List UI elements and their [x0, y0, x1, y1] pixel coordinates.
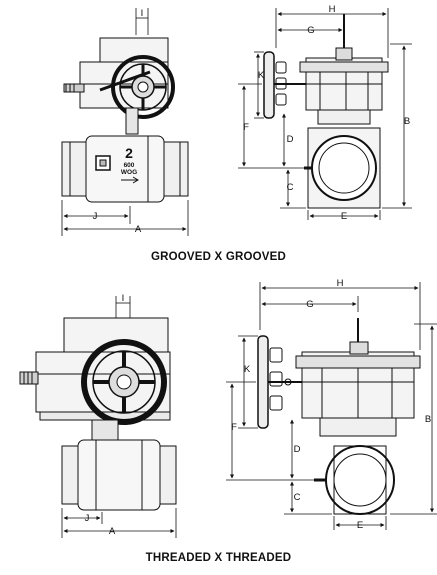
- flow-arrow-icon: [121, 176, 139, 184]
- dim-label-a-bottom: A: [109, 526, 116, 537]
- caption-grooved: GROOVED X GROOVED: [150, 251, 287, 263]
- dim-label-c-top: C: [287, 182, 294, 193]
- top-front-dimensions: [61, 8, 189, 236]
- dim-label-c-bottom: C: [294, 492, 301, 503]
- dim-label-i-bottom: I: [122, 293, 125, 304]
- dim-label-a-top: A: [135, 224, 142, 235]
- gear-operator-icon: [19, 317, 171, 421]
- dim-label-i-top: I: [141, 8, 144, 19]
- caption-threaded: THREADED X THREADED: [145, 552, 292, 564]
- dim-label-g-top: G: [307, 25, 314, 36]
- body-size-mark: 2: [125, 145, 133, 161]
- dim-label-k-bottom: K: [244, 364, 251, 375]
- bottom-side-dimensions: [226, 282, 437, 530]
- dim-label-b-top: B: [404, 116, 410, 127]
- dim-label-j-top: J: [93, 211, 98, 222]
- dim-label-e-top: E: [341, 211, 347, 222]
- dim-label-d-top: D: [287, 134, 294, 145]
- top-side-dimensions: [238, 8, 412, 220]
- handwheel-icon: [99, 55, 175, 119]
- dim-label-b-bottom: B: [425, 414, 431, 425]
- dim-label-k-top: K: [258, 70, 265, 81]
- valve-body-icon: [61, 439, 177, 511]
- handwheel-icon: [81, 339, 167, 425]
- dim-label-d-bottom: D: [294, 444, 301, 455]
- grooved-side-view: [263, 14, 389, 209]
- dim-label-j-bottom: J: [85, 513, 90, 524]
- dim-label-f-top: F: [243, 122, 249, 133]
- threaded-front-view: [19, 317, 177, 511]
- valve-body-icon: 2 600 WOG: [61, 135, 189, 203]
- bottom-front-dimensions: [61, 296, 177, 538]
- body-service-mark: WOG: [121, 169, 137, 176]
- dim-label-h-bottom: H: [337, 278, 344, 289]
- dim-label-e-bottom: E: [357, 520, 363, 531]
- threaded-side-view: [257, 318, 421, 515]
- dim-label-f-bottom: F: [231, 422, 237, 433]
- body-rating-mark: 600: [124, 162, 135, 169]
- grooved-front-view: 2 600 WOG: [61, 37, 189, 203]
- dim-label-h-top: H: [329, 4, 336, 15]
- dim-label-g-bottom: G: [306, 299, 313, 310]
